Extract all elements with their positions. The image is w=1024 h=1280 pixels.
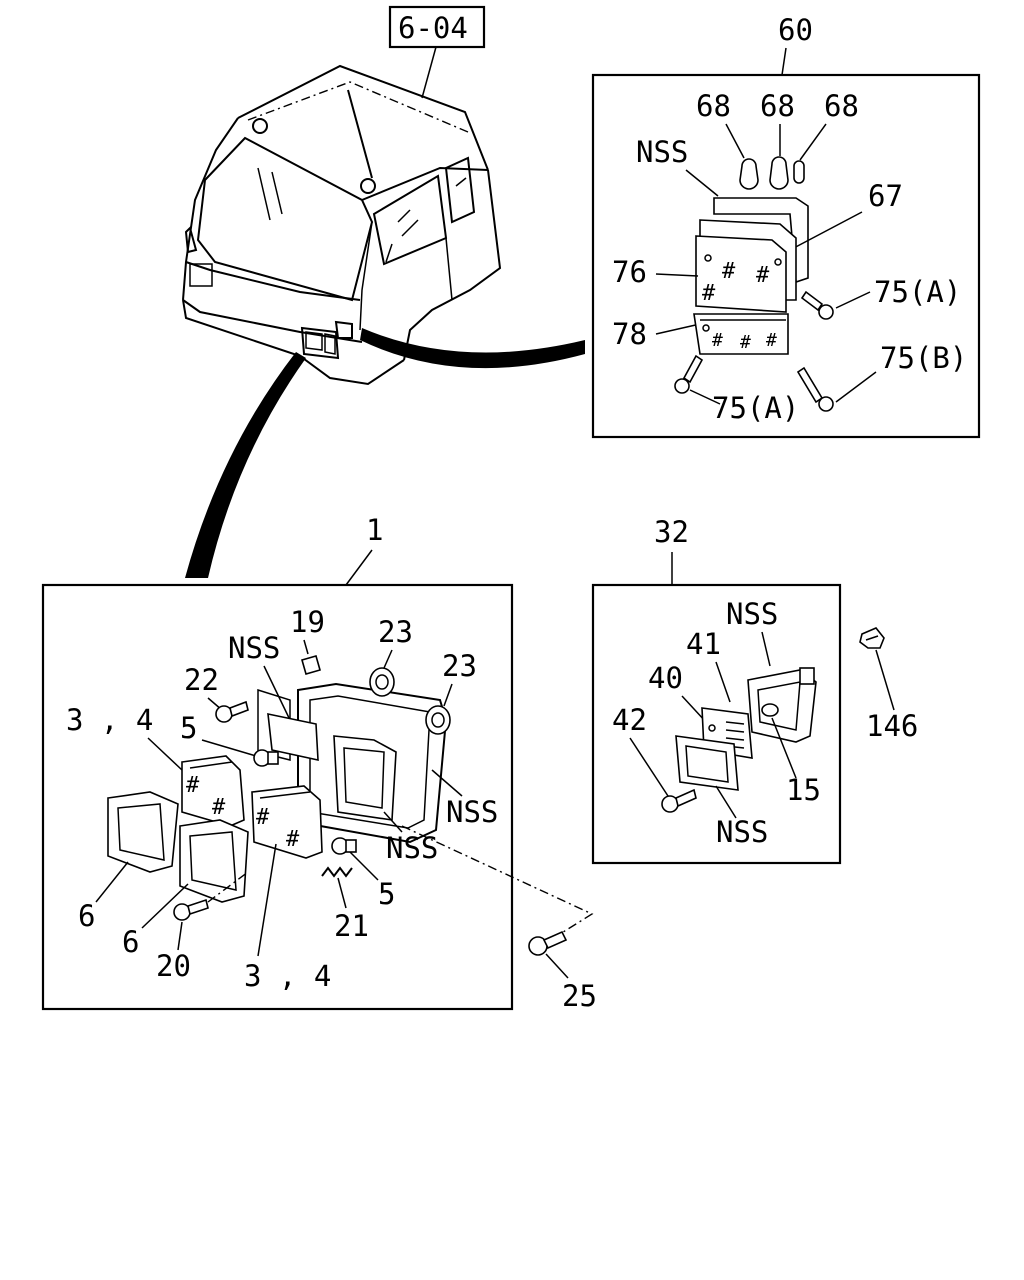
callout-75a-top: 75(A) — [874, 275, 961, 309]
nss-label-1-top: NSS — [228, 631, 280, 665]
svg-text:#: # — [212, 795, 226, 820]
callout-5-top: 5 — [180, 711, 197, 745]
truck-cab-drawing — [182, 64, 502, 386]
screw-icon[interactable] — [215, 700, 249, 723]
bulb-icon[interactable] — [331, 837, 357, 855]
callout-41: 41 — [686, 627, 721, 661]
box-60-frame — [591, 73, 981, 439]
callout-60: 60 — [778, 13, 813, 47]
clip-part-19[interactable] — [301, 655, 321, 675]
callout-3-4-top: 3 , 4 — [66, 703, 153, 737]
callout-42: 42 — [612, 703, 647, 737]
callout-78: 78 — [612, 317, 647, 351]
callout-6-right: 6 — [122, 925, 139, 959]
headlamp-unit-upper[interactable] — [181, 755, 245, 827]
box-1-headlamp[interactable]: 1 19 23 23 NSS 22 3 , 4 — [41, 513, 594, 1011]
callout-21: 21 — [334, 909, 369, 943]
spring-icon[interactable] — [321, 866, 353, 878]
bulb-icon[interactable] — [739, 156, 805, 190]
svg-text:#: # — [712, 330, 723, 351]
ref-label-box — [388, 5, 486, 49]
svg-text:#: # — [766, 330, 777, 351]
nss-label-32-bottom: NSS — [716, 815, 768, 849]
screw-icon[interactable] — [528, 930, 568, 956]
callout-15: 15 — [786, 773, 821, 807]
screw-icon[interactable] — [173, 898, 209, 921]
svg-text:#: # — [756, 263, 770, 288]
callout-68-a: 68 — [696, 89, 731, 123]
callout-3-4-bottom: 3 , 4 — [244, 959, 331, 993]
box-1-frame — [41, 583, 514, 1011]
callout-5-bottom: 5 — [378, 877, 395, 911]
headlamp-unit-lower[interactable] — [251, 785, 323, 859]
nss-label-60: NSS — [636, 135, 688, 169]
pointer-to-box-1 — [185, 352, 306, 578]
socket-part[interactable] — [267, 712, 319, 762]
callout-40: 40 — [648, 661, 683, 695]
ref-label: 6-04 — [398, 11, 468, 45]
box-32-frame — [591, 583, 842, 865]
svg-text:#: # — [286, 827, 300, 852]
svg-text:#: # — [256, 805, 270, 830]
svg-text:#: # — [740, 332, 751, 353]
callout-76: 76 — [612, 255, 647, 289]
grommet-icon[interactable] — [369, 667, 451, 735]
callout-146: 146 — [866, 709, 918, 743]
screw-icon[interactable] — [674, 290, 834, 412]
nss-label-1-right: NSS — [446, 795, 498, 829]
callout-68-c: 68 — [824, 89, 859, 123]
callout-67: 67 — [868, 179, 903, 213]
callout-68-b: 68 — [760, 89, 795, 123]
bulb-icon[interactable] — [253, 749, 279, 767]
box-32-marker-lamp[interactable]: 32 NSS 41 40 15 42 NSS — [591, 515, 842, 865]
svg-text:#: # — [702, 281, 716, 306]
bezel-part-6-right[interactable] — [179, 819, 249, 903]
callout-25: 25 — [562, 979, 597, 1013]
ref-label-group[interactable]: 6-04 — [388, 5, 486, 49]
svg-text:#: # — [186, 773, 200, 798]
ref-leader — [421, 46, 437, 99]
bulb-icon[interactable] — [761, 703, 779, 717]
callout-20: 20 — [156, 949, 191, 983]
callout-6-left: 6 — [78, 899, 95, 933]
callout-19: 19 — [290, 605, 325, 639]
clip-icon-146[interactable] — [859, 627, 885, 649]
callout-22: 22 — [184, 663, 219, 697]
nss-label-1-lower: NSS — [386, 831, 438, 865]
callout-23-a: 23 — [378, 615, 413, 649]
box-60-rear-lamp[interactable]: 60 68 68 68 NSS 67 76 # # # 78 — [591, 13, 981, 439]
callout-32: 32 — [654, 515, 689, 549]
nss-label-32-top: NSS — [726, 597, 778, 631]
gasket-part[interactable] — [713, 197, 809, 284]
screw-icon[interactable] — [661, 788, 697, 813]
callout-75b: 75(B) — [880, 341, 967, 375]
callout-23-b: 23 — [442, 649, 477, 683]
callout-75a-bottom: 75(A) — [712, 391, 799, 425]
pointer-to-box-60 — [360, 328, 585, 369]
reflector-part-78[interactable] — [693, 313, 789, 355]
callout-1: 1 — [366, 513, 383, 547]
svg-text:#: # — [722, 259, 736, 284]
